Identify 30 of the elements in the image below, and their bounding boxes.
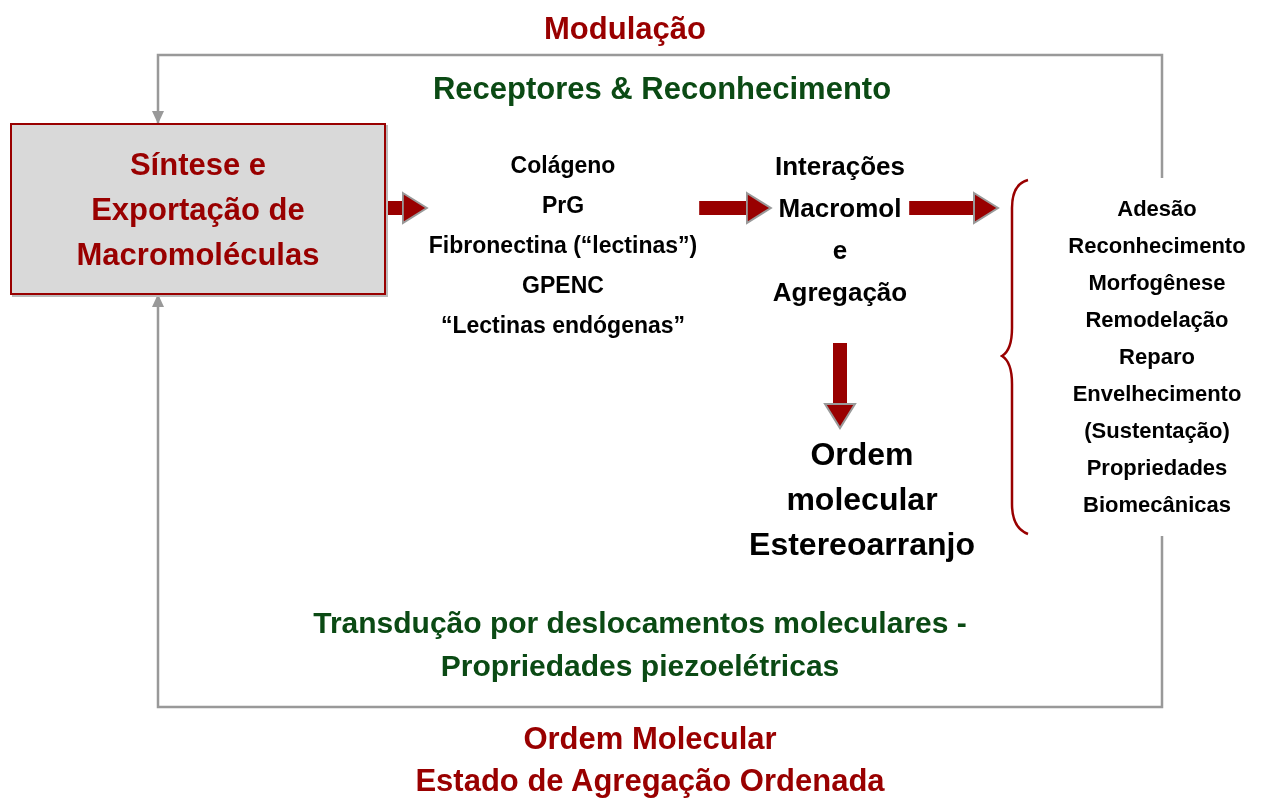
feedback-arrow <box>152 53 1164 178</box>
step-text: Interações Macromol e Agregação <box>772 145 908 313</box>
block-arrow <box>909 192 999 224</box>
component-item: Colágeno <box>510 151 616 180</box>
annotation-text: Transdução por deslocamentos moleculares - <box>312 605 968 641</box>
annotation-text: Modulação <box>543 10 707 48</box>
function-item: (Sustentação) <box>1084 417 1230 445</box>
component-item: Fibronectina (“lectinas”) <box>428 231 698 260</box>
process-box <box>10 123 386 295</box>
annotation-text: Propriedades piezoelétricas <box>439 648 841 684</box>
function-item: Reparo <box>1119 343 1195 371</box>
function-item: Remodelação <box>1085 306 1229 334</box>
function-item: Biomecânicas <box>1083 491 1231 519</box>
function-item: Adesão <box>1117 195 1197 223</box>
result-text: Ordem molecular Estereoarranjo <box>749 432 975 567</box>
box-title: Síntese e Exportação de Macromoléculas <box>76 145 320 274</box>
annotation-text: Estado de Agregação Ordenada <box>414 762 886 800</box>
block-arrow <box>699 192 772 224</box>
function-item: Reconhecimento <box>1068 232 1246 260</box>
component-item: PrG <box>541 191 585 220</box>
annotation-text: Ordem Molecular <box>522 720 778 758</box>
function-item: Envelhecimento <box>1072 380 1242 408</box>
feedback-arrow <box>152 294 1164 709</box>
annotation-text: Receptores & Reconhecimento <box>431 70 893 108</box>
block-arrow <box>824 343 856 429</box>
component-item: GPENC <box>522 271 604 300</box>
function-item: Morfogênese <box>1088 269 1226 297</box>
block-arrow <box>388 192 428 224</box>
component-item: “Lectinas endógenas” <box>440 311 686 340</box>
function-item: Propriedades <box>1086 454 1228 482</box>
